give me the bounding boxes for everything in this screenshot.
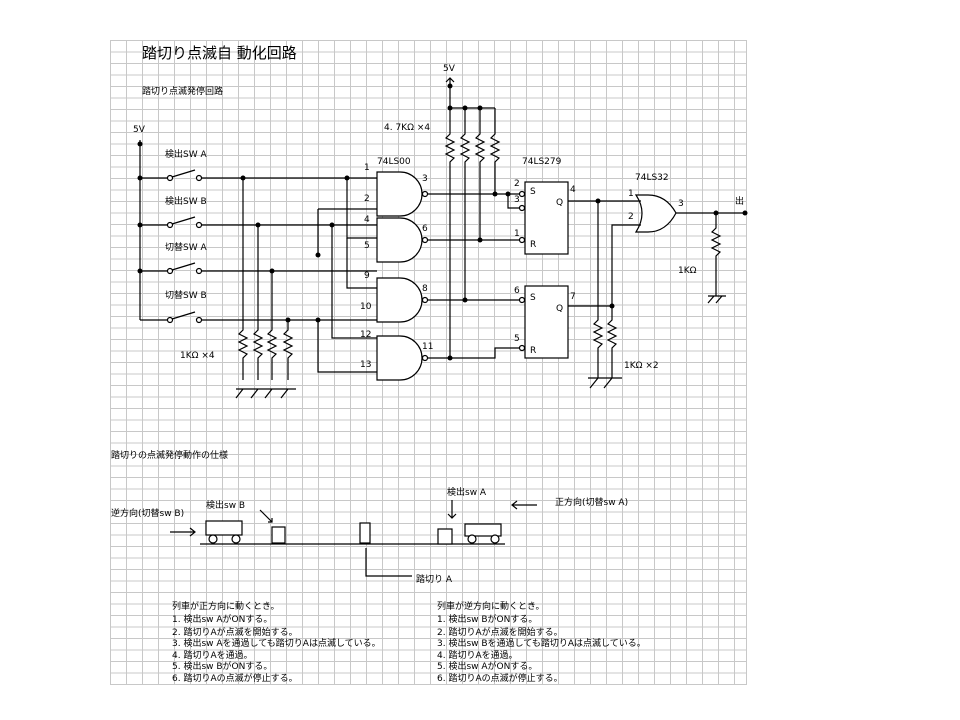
resistor-output <box>707 213 726 304</box>
switch-label-detect-b: 検出SW B <box>165 195 207 207</box>
note-line: 6. 踏切りAの点滅が停止する。 <box>437 672 563 684</box>
spreadsheet-grid <box>110 40 747 685</box>
crossing-label: 踏切り A <box>416 573 453 585</box>
switch-label-detect-a: 検出SW A <box>165 148 207 160</box>
sensor-b <box>271 526 286 544</box>
rs-latch-1 <box>518 181 598 255</box>
output-label: 出 <box>735 195 744 207</box>
resistor-output-label: 1KΩ <box>678 266 697 276</box>
spec-heading: 踏切りの点滅発停動作の仕様 <box>111 449 228 461</box>
resistors-bottom <box>588 201 622 389</box>
resistor-left-label: 1KΩ ×4 <box>180 351 215 361</box>
pin-label: 2 <box>364 194 370 204</box>
nand-gate-1 <box>376 171 429 217</box>
pin-label: 3 <box>422 174 428 184</box>
switch-label-select-b: 切替SW B <box>165 289 207 301</box>
latch-wiring <box>428 191 520 361</box>
pin-label: 7 <box>570 292 576 302</box>
pin-label: 1 <box>514 229 520 239</box>
ic-or-label: 74LS32 <box>635 173 669 183</box>
pin-label: 4 <box>364 215 370 225</box>
or-gate <box>595 194 748 309</box>
forward-label: 正方向(切替sw A) <box>555 496 628 508</box>
pin-label: 3 <box>678 199 684 209</box>
switch-select-a <box>166 262 272 275</box>
ic-nand-label: 74LS00 <box>377 157 411 167</box>
notes-right: 列車が逆方向に動くとき。 1. 検出sw BがONする。 2. 踏切りAが点滅を… <box>437 600 646 684</box>
resistor-bottom-label: 1KΩ ×2 <box>624 361 659 371</box>
rs2-q-label: Q <box>556 304 563 314</box>
rs-latch-2 <box>518 285 612 359</box>
note-line: 列車が正方向に動くとき。 <box>172 600 280 612</box>
rs1-r-label: R <box>530 240 536 250</box>
train-right <box>464 523 502 544</box>
pin-label: 12 <box>360 330 371 340</box>
ic-rs-label: 74LS279 <box>522 157 562 167</box>
input-wiring <box>240 175 377 373</box>
train-left <box>205 520 243 544</box>
vcc-left-label: 5V <box>133 125 146 135</box>
note-line: 1. 検出sw AがONする。 <box>172 613 272 625</box>
note-line: 6. 踏切りAの点滅が停止する。 <box>172 672 298 684</box>
pin-label: 13 <box>360 360 371 370</box>
circuit-label: 踏切り点滅発停回路 <box>142 85 223 97</box>
rs2-r-label: R <box>530 346 536 356</box>
note-line: 3. 検出sw Aを通過しても踏切りAは点滅している。 <box>172 637 381 649</box>
rs1-q-label: Q <box>556 198 563 208</box>
pin-label: 11 <box>422 342 433 352</box>
note-line: 列車が逆方向に動くとき。 <box>437 600 545 612</box>
sensor-b-label: 検出sw B <box>206 499 245 511</box>
pin-label: 9 <box>364 271 370 281</box>
reverse-label: 逆方向(切替sw B) <box>111 507 184 519</box>
pin-label: 1 <box>628 189 634 199</box>
pin-label: 3 <box>514 195 520 205</box>
rs2-s-label: S <box>530 293 536 303</box>
pin-label: 4 <box>570 185 576 195</box>
pin-label: 8 <box>422 284 428 294</box>
note-line: 5. 検出sw BがONする。 <box>172 660 272 672</box>
pin-label: 5 <box>514 334 520 344</box>
note-line: 2. 踏切りAが点滅を開始する。 <box>437 626 563 638</box>
page-title: 踏切り点滅自 動化回路 <box>142 44 297 62</box>
switch-select-b <box>166 311 288 324</box>
note-line: 2. 踏切りAが点滅を開始する。 <box>172 626 298 638</box>
notes-left: 列車が正方向に動くとき。 1. 検出sw AがONする。 2. 踏切りAが点滅を… <box>172 600 381 684</box>
switch-detect-a <box>166 169 243 182</box>
nand-gate-3 <box>376 277 429 323</box>
pin-label: 5 <box>364 241 370 251</box>
pin-label: 6 <box>422 224 428 234</box>
note-line: 5. 検出sw AがONする。 <box>437 660 537 672</box>
crossing-a <box>359 522 371 544</box>
sensor-a-label: 検出sw A <box>447 486 487 498</box>
resistors-left <box>235 178 296 399</box>
switch-bus <box>137 140 168 321</box>
nand-gate-4 <box>376 335 429 381</box>
pin-label: 1 <box>364 163 370 173</box>
pin-label: 6 <box>514 286 520 296</box>
nand-gate-2 <box>376 217 429 263</box>
rs1-s-label: S <box>530 187 536 197</box>
pullup-label: 4. 7KΩ ×4 <box>384 123 430 133</box>
pin-label: 10 <box>360 302 372 312</box>
pin-label: 2 <box>628 212 634 222</box>
switch-label-select-a: 切替SW A <box>165 241 207 253</box>
note-line: 3. 検出sw Bを通過しても踏切りAは点滅している。 <box>437 637 646 649</box>
pin-label: 2 <box>514 179 520 189</box>
note-line: 4. 踏切りAを通過。 <box>172 649 253 661</box>
resistors-pullup <box>444 77 501 358</box>
vcc-top-label: 5V <box>443 64 456 74</box>
switch-detect-b <box>166 216 258 229</box>
note-line: 4. 踏切りAを通過。 <box>437 649 518 661</box>
note-line: 1. 検出sw BがONする。 <box>437 613 537 625</box>
track-diagram <box>170 500 537 577</box>
sensor-a <box>437 528 453 545</box>
